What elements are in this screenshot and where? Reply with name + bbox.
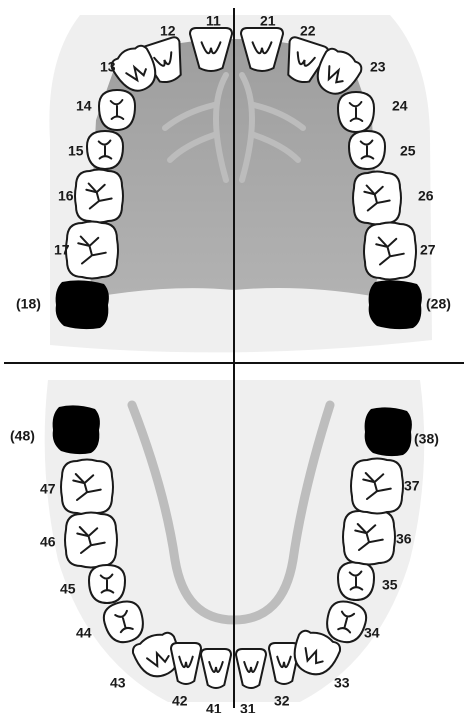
tooth-crown: [53, 405, 100, 454]
tooth-crown: [66, 222, 118, 279]
tooth-label-47: 47: [40, 481, 56, 497]
tooth-label-32: 32: [274, 693, 290, 709]
tooth-label-46: 46: [40, 534, 56, 550]
tooth-45: [89, 565, 125, 603]
missing-tooth-18: [56, 280, 109, 329]
tooth-label-13: 13: [100, 59, 116, 75]
tooth-label-18: (18): [16, 296, 41, 312]
tooth-label-38: (38): [414, 431, 439, 447]
tooth-crown: [351, 459, 403, 514]
tooth-label-37: 37: [404, 478, 420, 494]
tooth-label-16: 16: [58, 188, 74, 204]
tooth-label-36: 36: [396, 531, 412, 547]
tooth-16: [75, 170, 123, 223]
tooth-crown: [61, 460, 113, 515]
tooth-24: [338, 92, 374, 132]
tooth-label-33: 33: [334, 675, 350, 691]
tooth-17: [66, 222, 118, 279]
tooth-label-41: 41: [206, 701, 222, 713]
tooth-label-22: 22: [300, 23, 316, 39]
tooth-label-15: 15: [68, 143, 84, 159]
tooth-26: [353, 172, 401, 225]
tooth-37: [351, 459, 403, 514]
tooth-crown: [56, 280, 109, 329]
tooth-label-25: 25: [400, 143, 416, 159]
tooth-35: [338, 562, 374, 600]
tooth-label-43: 43: [110, 675, 126, 691]
missing-tooth-38: [365, 407, 412, 456]
tooth-crown: [75, 170, 123, 223]
tooth-label-27: 27: [420, 242, 436, 258]
tooth-label-42: 42: [172, 693, 188, 709]
tooth-label-17: 17: [54, 242, 70, 258]
tooth-label-44: 44: [76, 625, 92, 641]
tooth-label-23: 23: [370, 59, 386, 75]
tooth-crown: [369, 280, 422, 329]
tooth-label-12: 12: [160, 23, 176, 39]
missing-tooth-48: [53, 405, 100, 454]
tooth-crown: [365, 407, 412, 456]
tooth-46: [65, 513, 117, 568]
tooth-crown: [343, 510, 395, 565]
tooth-label-45: 45: [60, 581, 76, 597]
tooth-14: [99, 90, 135, 130]
tooth-27: [364, 223, 416, 280]
tooth-label-34: 34: [364, 625, 380, 641]
tooth-label-28: (28): [426, 296, 451, 312]
tooth-label-11: 11: [206, 13, 221, 29]
tooth-crown: [65, 513, 117, 568]
tooth-crown: [364, 223, 416, 280]
tooth-label-14: 14: [76, 98, 92, 114]
tooth-15: [87, 131, 123, 169]
tooth-47: [61, 460, 113, 515]
tooth-label-21: 21: [260, 13, 276, 29]
tooth-25: [349, 131, 385, 169]
tooth-36: [343, 510, 395, 565]
tooth-label-31: 31: [240, 701, 256, 713]
tooth-label-26: 26: [418, 188, 434, 204]
tooth-label-48: (48): [10, 428, 35, 444]
tooth-label-24: 24: [392, 98, 408, 114]
tooth-label-35: 35: [382, 577, 398, 593]
tooth-crown: [353, 172, 401, 225]
missing-tooth-28: [369, 280, 422, 329]
